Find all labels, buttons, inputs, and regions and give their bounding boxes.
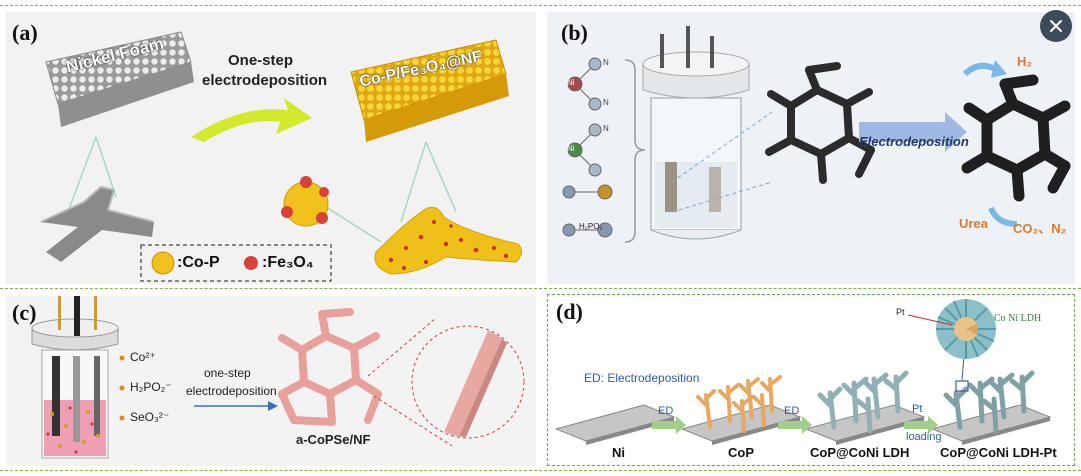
ion-label-seo3: SeO₃²⁻ bbox=[130, 410, 170, 424]
ion-label-co: Co²⁺ bbox=[130, 350, 156, 364]
cop-legend-label: :Co-P bbox=[177, 254, 220, 271]
foam-skeleton bbox=[765, 62, 875, 184]
pink-foam-skeleton bbox=[278, 308, 382, 426]
close-x-icon bbox=[1050, 20, 1062, 32]
pt-pointer bbox=[907, 314, 953, 326]
cop-legend-swatch bbox=[151, 251, 175, 275]
products-label: CO₂、N₂ bbox=[1013, 221, 1067, 236]
panel-label-b: (b) bbox=[561, 20, 588, 45]
product-label-c: a-CoPSe/NF bbox=[296, 432, 371, 447]
legend-box bbox=[140, 244, 332, 282]
panel-b: (b) N Ni N Ni N H₂PO₂ Electrodeposition … bbox=[547, 12, 1075, 284]
ion-label-2: Ni bbox=[567, 78, 575, 87]
electrodeposition-arrow bbox=[859, 112, 967, 152]
ldh-label: Co Ni LDH bbox=[994, 313, 1042, 324]
step-label-2: ED bbox=[784, 405, 800, 417]
step-arrow-2 bbox=[778, 416, 812, 434]
zoomed-particle bbox=[281, 176, 329, 227]
h2-label: H₂ bbox=[1017, 54, 1033, 69]
ldh-sphere bbox=[936, 299, 996, 359]
coated-strut bbox=[374, 206, 522, 275]
process-label-a-2: electrodeposition bbox=[202, 72, 328, 89]
nickel-foam-slab bbox=[45, 31, 194, 127]
step-label-1: ED bbox=[658, 405, 674, 417]
electrochemical-cell bbox=[642, 26, 750, 240]
ion-bullet-3 bbox=[119, 415, 125, 421]
close-button[interactable] bbox=[1040, 10, 1072, 42]
urea-label: Urea bbox=[959, 216, 988, 231]
stage-label-copconi-pt: CoP@CoNi LDH-Pt bbox=[940, 445, 1057, 460]
product-slab bbox=[350, 39, 509, 142]
panel-label-c: (c) bbox=[12, 300, 37, 325]
process-arrow-a bbox=[191, 98, 312, 142]
ion-label-4: Ni bbox=[567, 144, 575, 153]
copconi-nanoarray bbox=[817, 370, 909, 434]
process-label-c-2: electrodeposition bbox=[186, 384, 277, 398]
middle-divider bbox=[0, 288, 1081, 289]
ion-bullet-2 bbox=[119, 385, 125, 391]
stage-label-ni: Ni bbox=[612, 445, 625, 460]
coated-foam-skeleton bbox=[961, 74, 1071, 202]
zoom-lines-c bbox=[367, 317, 525, 447]
cop-nanoarray bbox=[696, 375, 782, 433]
panel-d: (d) ED: Electrodeposition Pt Co Ni LDH E… bbox=[547, 294, 1075, 466]
zoomed-strut-c bbox=[438, 327, 518, 437]
ion-label-3: N bbox=[603, 98, 609, 107]
electrochemical-cell-c bbox=[31, 296, 119, 459]
panel-a-graphic bbox=[40, 31, 522, 282]
urea-arrow bbox=[988, 206, 1018, 227]
panel-a: (a) Nickel Foam One-step electrodepositi… bbox=[6, 12, 536, 284]
ion-molecules bbox=[562, 57, 613, 238]
panel-label-a: (a) bbox=[12, 20, 38, 45]
step-arrow-1 bbox=[652, 416, 686, 434]
process-label-c-1: one-step bbox=[204, 366, 251, 380]
fe3o4-legend-swatch bbox=[244, 256, 258, 270]
panel-b-graphic bbox=[562, 26, 1071, 243]
ed-legend-label: ED: Electrodeposition bbox=[584, 371, 700, 385]
zoom-lines-b bbox=[671, 111, 773, 213]
panel-label-d: (d) bbox=[556, 299, 583, 324]
ion-label-5: N bbox=[603, 124, 609, 133]
stage-label-cop: CoP bbox=[728, 445, 754, 460]
step-label-3a: Pt bbox=[912, 403, 923, 415]
ion-bullet-1 bbox=[119, 355, 125, 361]
ion-bracket bbox=[624, 59, 646, 243]
panel-c: (c) Co²⁺ H₂PO₂⁻ SeO₃²⁻ one-step electrod… bbox=[6, 296, 536, 466]
top-divider bbox=[0, 5, 1081, 6]
panel-d-graphic bbox=[554, 299, 1052, 445]
ion-label-6: H₂PO₂ bbox=[579, 222, 603, 231]
fe3o4-legend-label: :Fe₃O₄ bbox=[262, 254, 314, 271]
step-arrow-3 bbox=[904, 416, 938, 434]
panel-c-graphic bbox=[31, 296, 525, 459]
stage-label-copconi: CoP@CoNi LDH bbox=[810, 445, 910, 460]
step-label-3b: loading bbox=[906, 431, 942, 443]
electrodeposition-label: Electrodeposition bbox=[859, 134, 969, 149]
zoom-lines-a bbox=[65, 136, 457, 243]
bottom-divider bbox=[0, 470, 1081, 471]
ion-label-h2po2: H₂PO₂⁻ bbox=[130, 380, 172, 394]
ion-label-1: N bbox=[603, 58, 609, 67]
pt-label: Pt bbox=[896, 307, 905, 317]
bare-strut bbox=[40, 185, 155, 262]
process-label-a-1: One-step bbox=[228, 52, 294, 69]
